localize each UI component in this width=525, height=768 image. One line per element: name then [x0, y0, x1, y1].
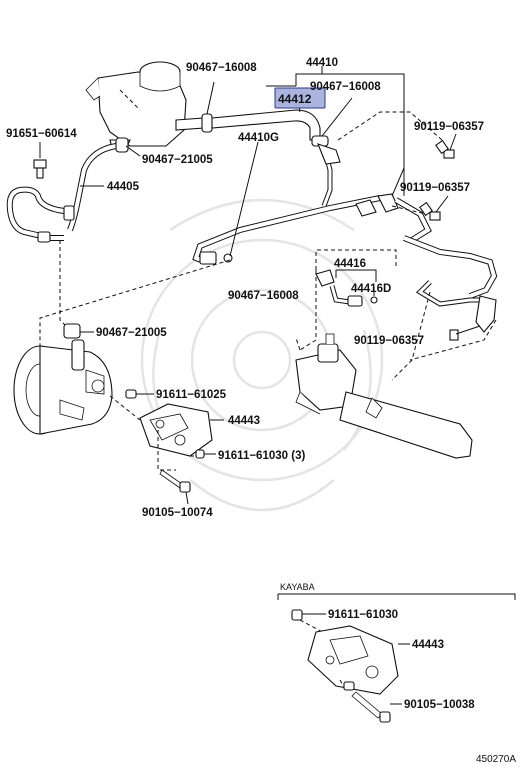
label-90105-10074: 90105−10074 — [142, 507, 213, 519]
bolt-90119-06357-c — [449, 325, 481, 341]
power-steering-pump — [13, 339, 141, 435]
label-kayaba: KAYABA — [280, 582, 315, 592]
reservoir-tank — [85, 61, 205, 149]
label-90119-06357-b: 90119−06357 — [400, 182, 470, 194]
bracket-44443 — [139, 403, 224, 457]
label-91651-60614: 91651−60614 — [6, 128, 77, 140]
label-44405: 44405 — [107, 181, 140, 193]
label-90467-21005-a: 90467−21005 — [142, 154, 213, 166]
union-44416 — [315, 269, 378, 307]
label-91611-61030: 91611−61030 — [328, 609, 398, 621]
clamp-90467-16008-b — [311, 97, 353, 147]
bolt-90119-06357-b — [419, 195, 449, 221]
suction-hose-44405 — [6, 137, 141, 243]
label-91611-61025: 91611−61025 — [156, 389, 227, 401]
clamp-90467-16008-left — [229, 141, 259, 257]
label-44410: 44410 — [306, 57, 338, 69]
label-90467-16008-c: 90467−16008 — [228, 290, 299, 302]
bolt-90105-10074 — [157, 430, 191, 505]
label-90467-21005-b: 90467−21005 — [96, 327, 167, 339]
bolt-91611-61025 — [125, 389, 154, 399]
watermark-emblem — [140, 198, 384, 512]
relation-lines — [39, 111, 497, 381]
steering-gear-rack — [295, 333, 473, 459]
bolt-90119-06357-a — [435, 133, 457, 159]
label-90467-16008-b: 90467−16008 — [310, 81, 381, 93]
bolt-91611-61030-3 — [195, 449, 216, 459]
kayaba-section — [277, 593, 516, 723]
label-44410G: 44410G — [238, 132, 279, 144]
label-90119-06357-a: 90119−06357 — [414, 121, 484, 133]
label-91611-61030-3: 91611−61030 (3) — [218, 450, 305, 462]
label-90467-16008-a: 90467−16008 — [186, 62, 257, 74]
label-44416: 44416 — [334, 258, 366, 270]
label-90105-10038: 90105−10038 — [404, 699, 475, 711]
label-44443-b: 44443 — [412, 639, 444, 651]
label-44412: 44412 — [278, 92, 312, 106]
bolt-91651-60614 — [33, 142, 47, 179]
label-44443-a: 44443 — [228, 415, 260, 427]
diagram-id: 450270A — [476, 754, 516, 765]
clamp-90467-16008-top — [201, 81, 215, 133]
label-44416D: 44416D — [351, 283, 391, 295]
clamp-90467-21005-mid — [63, 323, 94, 339]
label-90119-06357-c: 90119−06357 — [354, 335, 424, 347]
highlight-box-44412 — [274, 87, 326, 109]
